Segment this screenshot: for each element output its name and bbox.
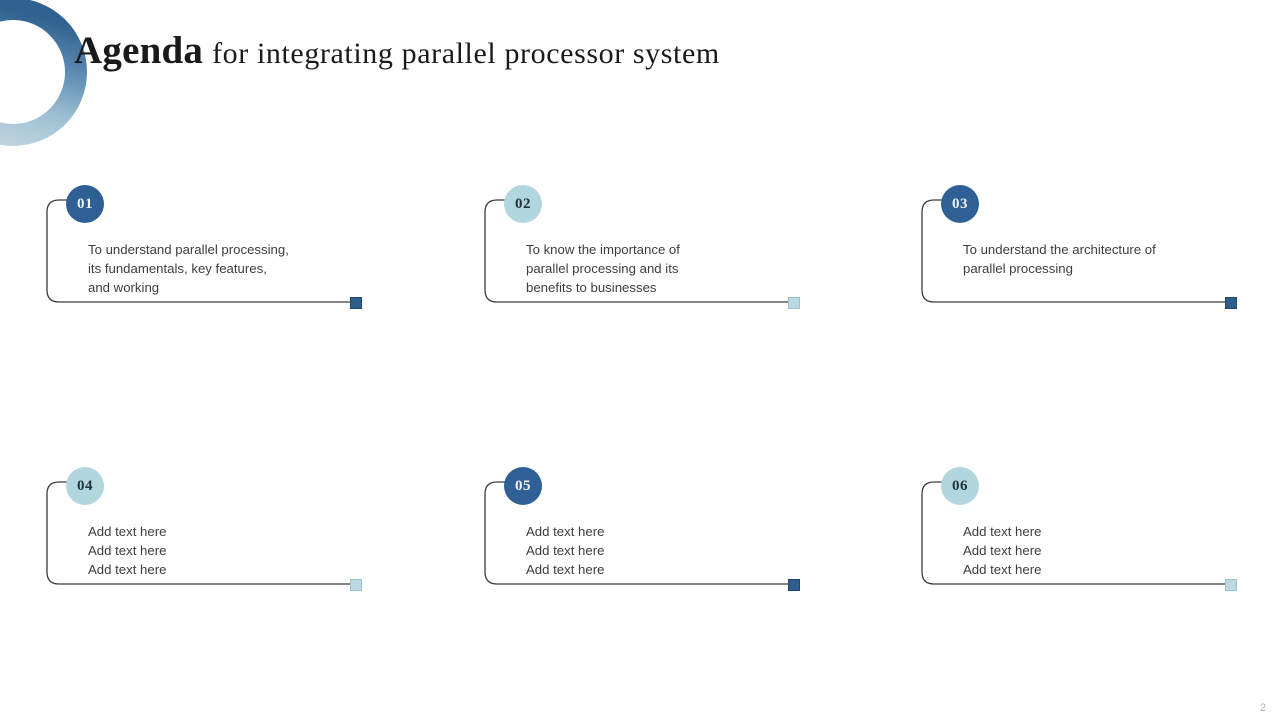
agenda-card-text-line: and working: [88, 280, 160, 295]
agenda-card-text-line: Add text here: [526, 524, 605, 539]
agenda-card-text: Add text here Add text here Add text her…: [526, 522, 788, 579]
agenda-card-text: Add text here Add text here Add text her…: [963, 522, 1225, 579]
bracket-end-marker: [350, 297, 362, 309]
agenda-card-text: To understand parallel processing, its f…: [88, 240, 350, 297]
bracket-outline: [45, 480, 357, 586]
agenda-card-text-line: Add text here: [88, 562, 167, 577]
bracket-end-marker: [788, 297, 800, 309]
agenda-card[interactable]: 03 To understand the architecture of par…: [920, 185, 1237, 309]
agenda-card-text-line: its fundamentals, key features,: [88, 261, 267, 276]
agenda-card-text-line: Add text here: [963, 562, 1042, 577]
agenda-card[interactable]: 05 Add text here Add text here Add text …: [483, 467, 800, 591]
agenda-card-text-line: Add text here: [526, 562, 605, 577]
agenda-card-number: 02: [504, 185, 542, 223]
page-number: 2: [1259, 702, 1266, 714]
agenda-card-text-line: Add text here: [526, 543, 605, 558]
agenda-card-number: 04: [66, 467, 104, 505]
agenda-card[interactable]: 06 Add text here Add text here Add text …: [920, 467, 1237, 591]
agenda-card-text-line: Add text here: [88, 543, 167, 558]
bracket-end-marker: [350, 579, 362, 591]
page-title-emphasis: Agenda: [74, 29, 204, 72]
bracket-outline: [45, 198, 357, 304]
bracket-outline: [483, 480, 795, 586]
agenda-card-text-line: Add text here: [963, 543, 1042, 558]
agenda-card-text-line: parallel processing and its: [526, 261, 679, 276]
agenda-card-text: Add text here Add text here Add text her…: [88, 522, 350, 579]
agenda-card-text: To understand the architecture of parall…: [963, 240, 1225, 278]
agenda-card-text-line: parallel processing: [963, 261, 1073, 276]
agenda-card-text-line: To know the importance of: [526, 242, 680, 257]
agenda-card-number: 01: [66, 185, 104, 223]
bracket-end-marker: [1225, 297, 1237, 309]
agenda-card-text: To know the importance of parallel proce…: [526, 240, 788, 297]
agenda-card-number: 03: [941, 185, 979, 223]
agenda-card-text-line: Add text here: [963, 524, 1042, 539]
agenda-card[interactable]: 01 To understand parallel processing, it…: [45, 185, 362, 309]
agenda-card-number: 05: [504, 467, 542, 505]
agenda-card-text-line: benefits to businesses: [526, 280, 657, 295]
bracket-end-marker: [788, 579, 800, 591]
agenda-card[interactable]: 02 To know the importance of parallel pr…: [483, 185, 800, 309]
bracket-outline: [920, 198, 1232, 304]
bracket-outline: [483, 198, 795, 304]
bracket-outline: [920, 480, 1232, 586]
agenda-card[interactable]: 04 Add text here Add text here Add text …: [45, 467, 362, 591]
bracket-end-marker: [1225, 579, 1237, 591]
agenda-card-text-line: To understand parallel processing,: [88, 242, 289, 257]
page-title-rest: for integrating parallel processor syste…: [212, 37, 720, 70]
agenda-card-number: 06: [941, 467, 979, 505]
page-title: Agenda for integrating parallel processo…: [74, 28, 720, 84]
agenda-card-text-line: To understand the architecture of: [963, 242, 1156, 257]
agenda-card-text-line: Add text here: [88, 524, 167, 539]
